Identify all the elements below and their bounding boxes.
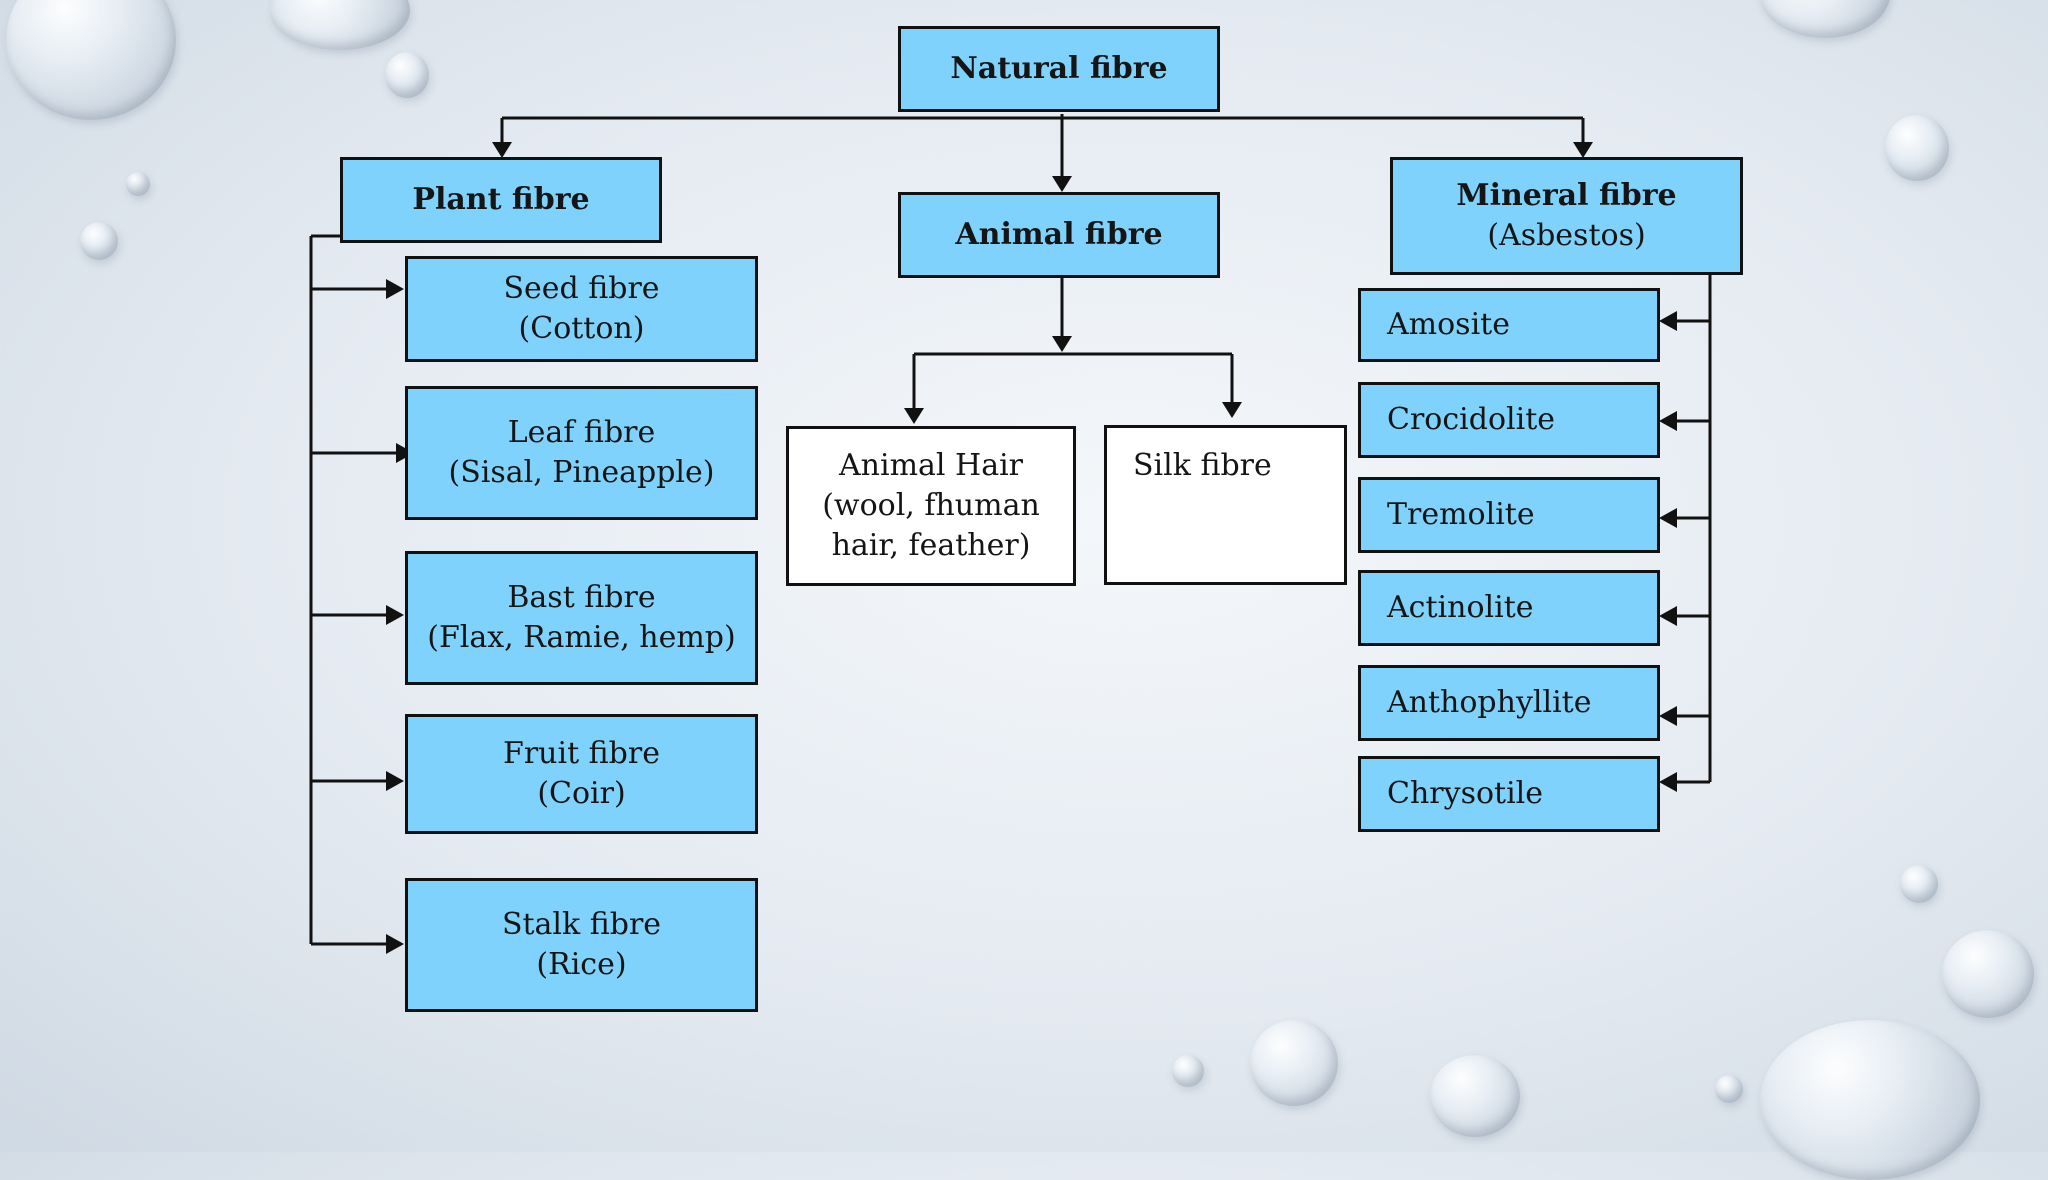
animal-fibre-node: Animal fibre xyxy=(898,192,1220,278)
mineral-fibre-sublabel: (Asbestos) xyxy=(1487,218,1646,253)
water-droplet xyxy=(1250,1020,1338,1106)
silk-fibre-node: Silk fibre xyxy=(1104,425,1347,585)
node-title: Animal Hair xyxy=(838,448,1024,483)
water-droplet xyxy=(126,172,150,196)
node-title: Chrysotile xyxy=(1387,776,1544,811)
water-droplet xyxy=(1172,1055,1204,1087)
node-subtitle: (Coir) xyxy=(537,776,626,811)
node-title: Amosite xyxy=(1387,307,1510,342)
actinolite-node: Actinolite xyxy=(1358,570,1660,646)
water-droplet xyxy=(1885,115,1949,181)
seed-fibre-node: Seed fibre (Cotton) xyxy=(405,256,758,362)
node-title: Stalk fibre xyxy=(501,907,662,942)
stalk-fibre-node: Stalk fibre (Rice) xyxy=(405,878,758,1012)
node-title: Silk fibre xyxy=(1133,448,1272,483)
bast-fibre-node: Bast fibre (Flax, Ramie, hemp) xyxy=(405,551,758,685)
node-title: Fruit fibre xyxy=(503,736,660,771)
node-title: Leaf fibre xyxy=(507,415,656,450)
tremolite-node: Tremolite xyxy=(1358,477,1660,553)
crocidolite-node: Crocidolite xyxy=(1358,382,1660,458)
water-droplet xyxy=(1715,1075,1743,1103)
water-droplet xyxy=(1900,865,1938,903)
water-droplet xyxy=(80,222,118,260)
mineral-fibre-label: Mineral fibre xyxy=(1456,178,1677,213)
node-subtitle: (wool, fhuman xyxy=(822,488,1040,523)
natural-fibre-label: Natural fibre xyxy=(950,51,1168,86)
node-subtitle: (Cotton) xyxy=(518,311,645,346)
node-title: Anthophyllite xyxy=(1387,685,1592,720)
water-droplet xyxy=(1430,1055,1520,1137)
animal-fibre-label: Animal fibre xyxy=(955,217,1163,252)
chrysotile-node: Chrysotile xyxy=(1358,756,1660,832)
connector-lines xyxy=(309,114,1712,954)
node-title: Bast fibre xyxy=(507,580,656,615)
node-subtitle: (Flax, Ramie, hemp) xyxy=(427,620,736,655)
node-title: Seed fibre xyxy=(503,271,660,306)
natural-fibre-node: Natural fibre xyxy=(898,26,1220,112)
node-title: Actinolite xyxy=(1387,590,1534,625)
plant-fibre-node: Plant fibre xyxy=(340,157,662,243)
fruit-fibre-node: Fruit fibre (Coir) xyxy=(405,714,758,834)
node-subtitle: hair, feather) xyxy=(831,528,1031,563)
node-title: Crocidolite xyxy=(1387,402,1556,437)
leaf-fibre-node: Leaf fibre (Sisal, Pineapple) xyxy=(405,386,758,520)
node-subtitle: (Rice) xyxy=(536,947,627,982)
mineral-fibre-node: Mineral fibre (Asbestos) xyxy=(1390,157,1743,275)
water-droplet xyxy=(385,52,429,98)
animal-hair-node: Animal Hair (wool, fhuman hair, feather) xyxy=(786,426,1076,586)
plant-fibre-label: Plant fibre xyxy=(412,182,590,217)
anthophyllite-node: Anthophyllite xyxy=(1358,665,1660,741)
water-droplet xyxy=(1942,930,2034,1018)
node-title: Tremolite xyxy=(1387,497,1535,532)
node-subtitle: (Sisal, Pineapple) xyxy=(448,455,715,490)
amosite-node: Amosite xyxy=(1358,288,1660,362)
